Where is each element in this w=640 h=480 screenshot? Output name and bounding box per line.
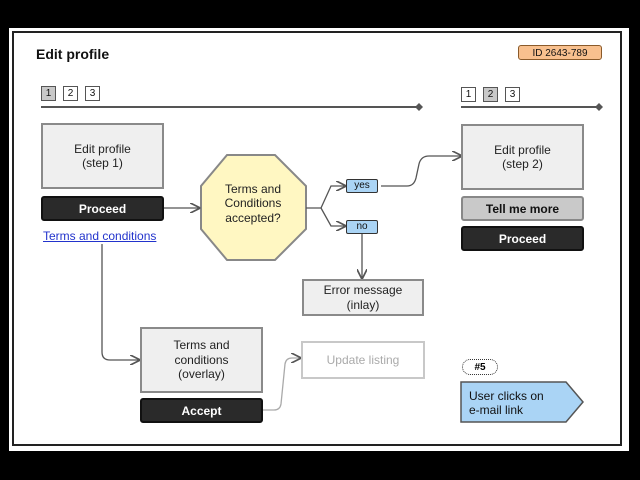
edit-profile-step1-box: Edit profile (step 1) — [41, 123, 164, 189]
terms-overlay-box: Terms and conditions (overlay) — [140, 327, 263, 393]
id-badge: ID 2643-789 — [518, 45, 602, 60]
tell-me-more-button[interactable]: Tell me more — [461, 196, 584, 221]
annotation-number-badge: #5 — [462, 359, 498, 375]
step-right-1[interactable]: 1 — [461, 87, 476, 102]
decision-shape — [200, 154, 307, 261]
step-right-2[interactable]: 2 — [483, 87, 498, 102]
step-left-1[interactable]: 1 — [41, 86, 56, 101]
step-left-2[interactable]: 2 — [63, 86, 78, 101]
connector-layer — [41, 103, 603, 423]
wireframe-canvas: Edit profile ID 2643-789 1 2 3 1 2 3 — [9, 28, 629, 451]
arrow-decision-yes — [306, 186, 345, 209]
arrow-yes-to-step2 — [381, 156, 461, 187]
error-message-box: Error message (inlay) — [302, 279, 424, 316]
page-title: Edit profile — [36, 46, 110, 62]
step-left-3[interactable]: 3 — [85, 86, 100, 101]
update-listing-box: Update listing — [301, 341, 425, 379]
yes-tag: yes — [346, 179, 378, 193]
progress-end-right — [595, 103, 603, 111]
accept-button[interactable]: Accept — [140, 398, 263, 423]
note-shape — [460, 381, 584, 423]
arrow-accept-to-update — [262, 358, 300, 411]
decision-label: Terms and Conditions accepted? — [224, 182, 282, 225]
proceed-button-right[interactable]: Proceed — [461, 226, 584, 251]
proceed-button-left[interactable]: Proceed — [41, 196, 164, 221]
arrow-decision-no — [320, 207, 345, 226]
arrow-terms-to-overlay — [101, 244, 139, 360]
no-tag: no — [346, 220, 378, 234]
annotation-note-label: User clicks on e-mail link — [469, 389, 544, 418]
diagram-frame — [12, 31, 622, 446]
terms-and-conditions-link[interactable]: Terms and conditions — [43, 229, 157, 243]
edit-profile-step2-box: Edit profile (step 2) — [461, 124, 584, 190]
step-right-3[interactable]: 3 — [505, 87, 520, 102]
progress-end-left — [415, 103, 423, 111]
